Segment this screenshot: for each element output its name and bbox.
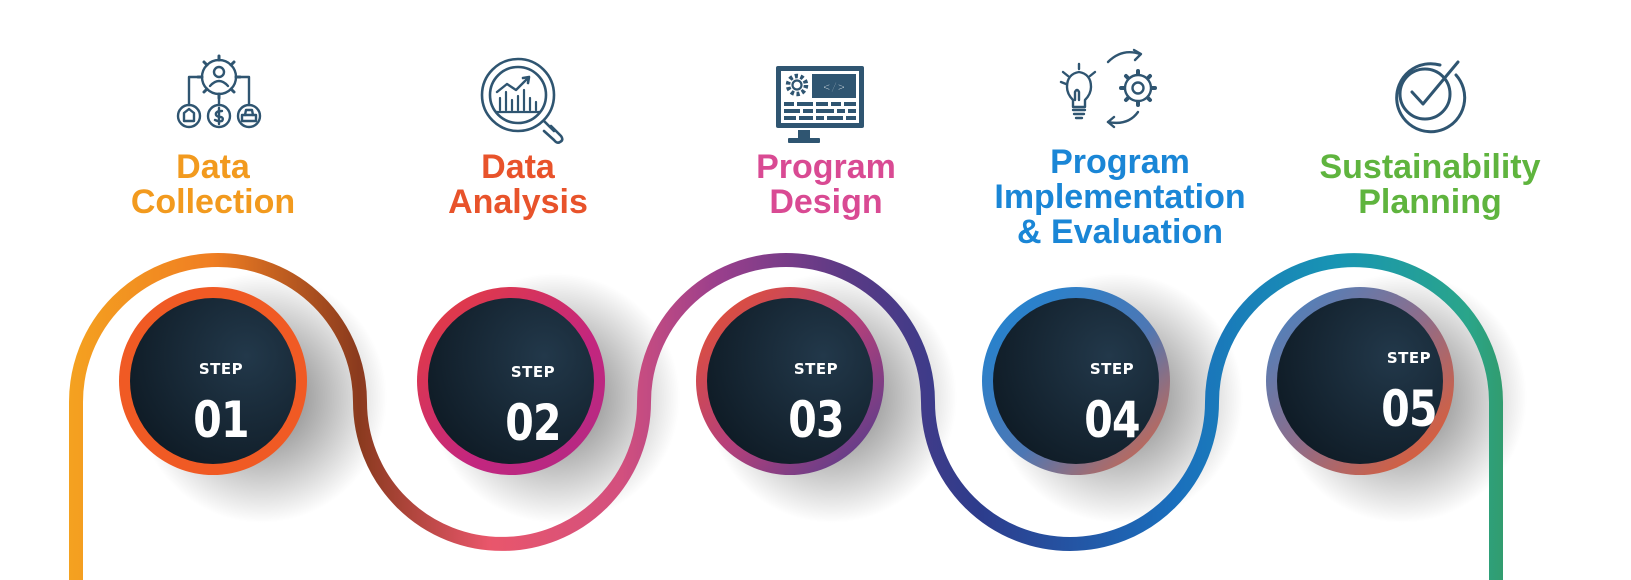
- step-circle-2: [417, 287, 605, 475]
- step-label-2: STEP: [510, 363, 556, 381]
- step-title-1-line-2: Collection: [130, 183, 296, 221]
- step-title-3-line-2: Design: [769, 183, 883, 221]
- step-number-1: 01: [193, 391, 249, 449]
- data-collection-icon: [176, 54, 262, 129]
- step-title-5-line-2: Planning: [1358, 183, 1502, 221]
- step-title-1: Data Collection: [63, 150, 363, 220]
- step-number-4: 04: [1084, 391, 1140, 449]
- svg-text:</>: </>: [823, 80, 845, 94]
- step-label-5: STEP: [1386, 349, 1432, 367]
- step-circle-1: [119, 287, 307, 475]
- step-title-4-line-3: & Evaluation: [1017, 213, 1223, 251]
- step-number-2: 02: [505, 394, 561, 452]
- step-label-4: STEP: [1089, 360, 1135, 378]
- magnifier-chart-icon: [480, 57, 564, 144]
- step-title-5: Sustainability Planning: [1280, 150, 1580, 220]
- step-number-5: 05: [1381, 380, 1437, 438]
- step-title-5-line-1: Sustainability: [1319, 148, 1541, 186]
- lightbulb-gears-icon: [1059, 48, 1157, 129]
- step-title-1-line-1: Data: [176, 148, 250, 186]
- monitor-code-icon: </>: [776, 66, 864, 143]
- check-circle-icon: [1395, 60, 1467, 134]
- step-number-3: 03: [788, 391, 844, 449]
- step-title-3: Program Design: [676, 150, 976, 220]
- step-circle-3: [696, 287, 884, 475]
- step-title-2-line-1: Data: [481, 148, 555, 186]
- step-circle-5: [1266, 287, 1454, 475]
- step-title-2: Data Analysis: [368, 150, 668, 220]
- step-title-4: Program Implementation & Evaluation: [970, 145, 1270, 250]
- step-title-3-line-1: Program: [756, 148, 896, 186]
- step-title-4-line-2: Implementation: [994, 178, 1246, 216]
- step-title-2-line-2: Analysis: [448, 183, 588, 221]
- step-label-3: STEP: [793, 360, 839, 378]
- step-label-1: STEP: [198, 360, 244, 378]
- step-circle-4: [982, 287, 1170, 475]
- step-title-4-line-1: Program: [1050, 143, 1190, 181]
- flow-ribbon: [69, 253, 1503, 580]
